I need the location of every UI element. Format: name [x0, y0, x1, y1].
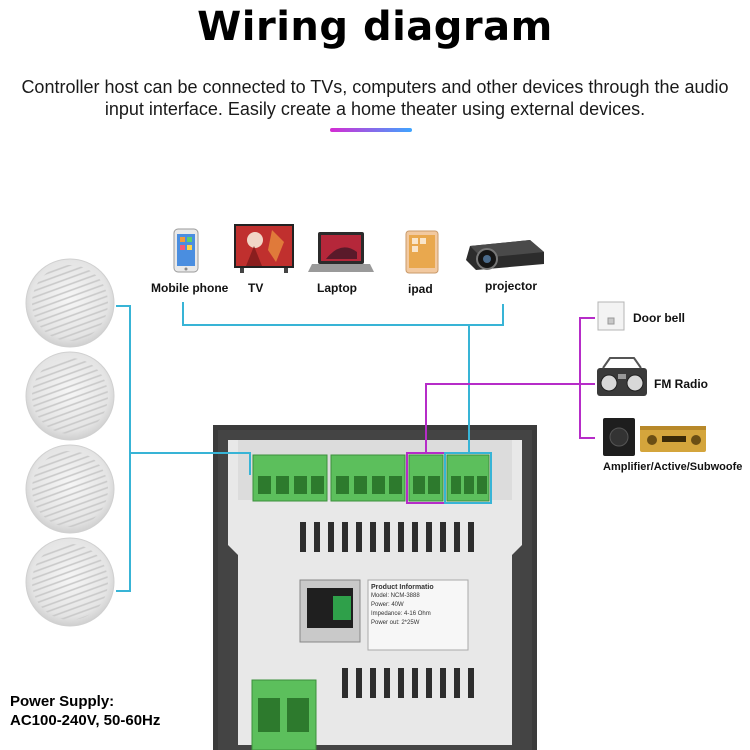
page-subtitle: Controller host can be connected to TVs,… [21, 77, 729, 119]
speaker-1 [25, 258, 115, 348]
amplifier-icon [603, 418, 706, 456]
product-label-line: Impedance: 4-16 Ohm [371, 611, 431, 617]
projector-icon [466, 240, 544, 270]
product-label: Product Informatio Model: NCM-3888 Power… [371, 583, 465, 628]
power-supply-line2: AC100-240V, 50-60Hz [10, 712, 161, 729]
label-projector: projector [485, 279, 538, 293]
product-label-line: Power out: 2*25W [371, 620, 420, 626]
speaker-2 [25, 351, 115, 441]
tv-icon [234, 224, 294, 273]
product-label-line: Model: NCM-3888 [371, 593, 420, 599]
tablet-icon [405, 230, 439, 274]
label-mobile-phone: Mobile phone [151, 281, 229, 295]
power-supply-line1: Power Supply: [10, 693, 115, 710]
page-title: Wiring diagram [197, 4, 553, 50]
laptop-icon [308, 232, 374, 272]
product-label-line: Power: 40W [371, 602, 404, 608]
label-tv: TV [248, 281, 264, 295]
label-door-bell: Door bell [633, 311, 686, 325]
speaker-3 [25, 444, 115, 534]
accent-bar [330, 128, 412, 132]
label-amplifier: Amplifier/Active/Subwoofe [603, 461, 743, 473]
speaker-4 [25, 537, 115, 627]
power-supply-label: Power Supply: AC100-240V, 50-60Hz [10, 692, 160, 730]
label-laptop: Laptop [317, 281, 357, 295]
controller-host-icon [213, 425, 537, 750]
product-label-line: Product Informatio [371, 584, 434, 591]
label-fm-radio: FM Radio [654, 377, 708, 391]
label-ipad: ipad [408, 282, 433, 296]
radio-icon [597, 357, 647, 396]
doorbell-icon [597, 301, 625, 331]
mobile-phone-icon [173, 228, 199, 273]
